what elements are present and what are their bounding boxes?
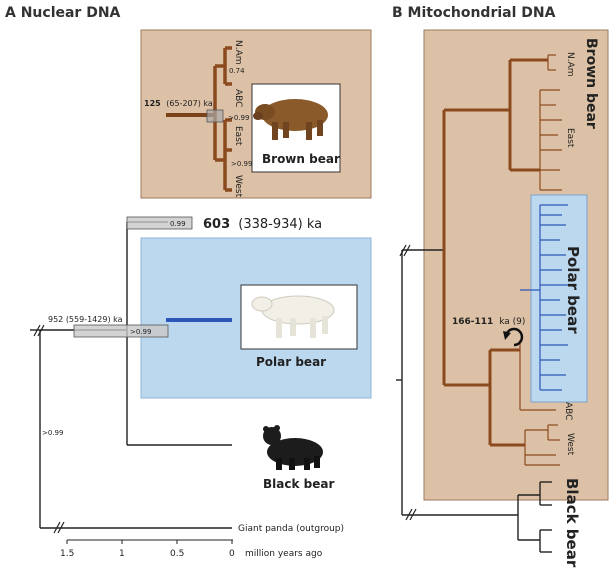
- axis-tick-1: 1: [119, 549, 125, 559]
- axis-label: million years ago: [245, 549, 323, 559]
- brown-bear-mt-tips: [519, 54, 562, 466]
- split-node-age-bar: [126, 216, 193, 230]
- root-node-age-bar: [73, 324, 169, 338]
- support-value-split: 0.99: [170, 220, 186, 228]
- root-node-age-label: 952 (559-1429) ka: [48, 315, 123, 324]
- axis-tick-0-5: 0.5: [170, 549, 184, 559]
- event-age-bold: 166-111: [452, 317, 493, 327]
- axis-break-marks-b: [399, 244, 417, 521]
- black-bear-image: [263, 425, 323, 470]
- axis-break-marks-a: [33, 324, 65, 534]
- brown-bear-label-a: Brown bear: [262, 152, 340, 166]
- polar-bear-label-a: Polar bear: [256, 355, 326, 369]
- clade-label-abc-a: ABC: [233, 89, 243, 107]
- split-node-age-range: (338-934) ka: [238, 217, 322, 232]
- black-bear-label-b: Black bear: [563, 478, 581, 568]
- axis-tick-0: 0: [229, 549, 235, 559]
- support-value-outer: >0.99: [42, 429, 63, 437]
- brown-node-age-label: 125 (65-207) ka: [144, 99, 213, 108]
- panel-b-title: B Mitochondrial DNA: [392, 5, 556, 21]
- split-node-age-bold: 603: [203, 217, 230, 232]
- event-age-rest: ka (9): [499, 317, 525, 327]
- black-bear-label-a: Black bear: [263, 477, 334, 491]
- support-value-root: >0.99: [130, 328, 151, 336]
- axis-tick-1-5: 1.5: [60, 549, 74, 559]
- polar-bear-label-b: Polar bear: [564, 246, 582, 334]
- clade-label-east-b: East: [565, 128, 575, 148]
- brown-bear-label-b: Brown bear: [583, 38, 599, 129]
- brown-node-age-bar: [206, 109, 224, 123]
- clade-label-n-am-a: N.Am: [233, 40, 243, 65]
- brown-node-age-range: (65-207) ka: [166, 99, 213, 108]
- brown-node-age-bold: 125: [144, 99, 161, 108]
- gene-flow-arrow-icon: [504, 327, 524, 347]
- brown-bear-mt-subtree: [442, 58, 548, 447]
- clade-label-west-b: West: [565, 433, 575, 456]
- support-value-n-am: 0.74: [229, 67, 245, 75]
- polar-bear-image: [240, 284, 358, 350]
- polar-bear-mt-subtree: [520, 204, 568, 391]
- support-value-abc: >0.99: [228, 114, 249, 122]
- clade-label-n-am-b: N.Am: [565, 52, 575, 77]
- clade-label-west-a: West: [233, 175, 243, 198]
- gene-flow-arrowhead-icon: [503, 331, 511, 340]
- brown-bear-image: [251, 83, 341, 173]
- split-node-age-label: 603 (338-934) ka: [203, 217, 322, 232]
- support-value-east: >0.99: [231, 160, 252, 168]
- panel-b-black-branches: [401, 249, 552, 553]
- panel-a-title: A Nuclear DNA: [5, 5, 121, 21]
- hybridization-event-label: 166-111 ka (9): [452, 317, 525, 327]
- clade-label-abc-b: ABC: [563, 402, 573, 420]
- clade-label-east-a: East: [233, 126, 243, 146]
- time-axis: [66, 539, 233, 544]
- giant-panda-label: Giant panda (outgroup): [238, 524, 344, 534]
